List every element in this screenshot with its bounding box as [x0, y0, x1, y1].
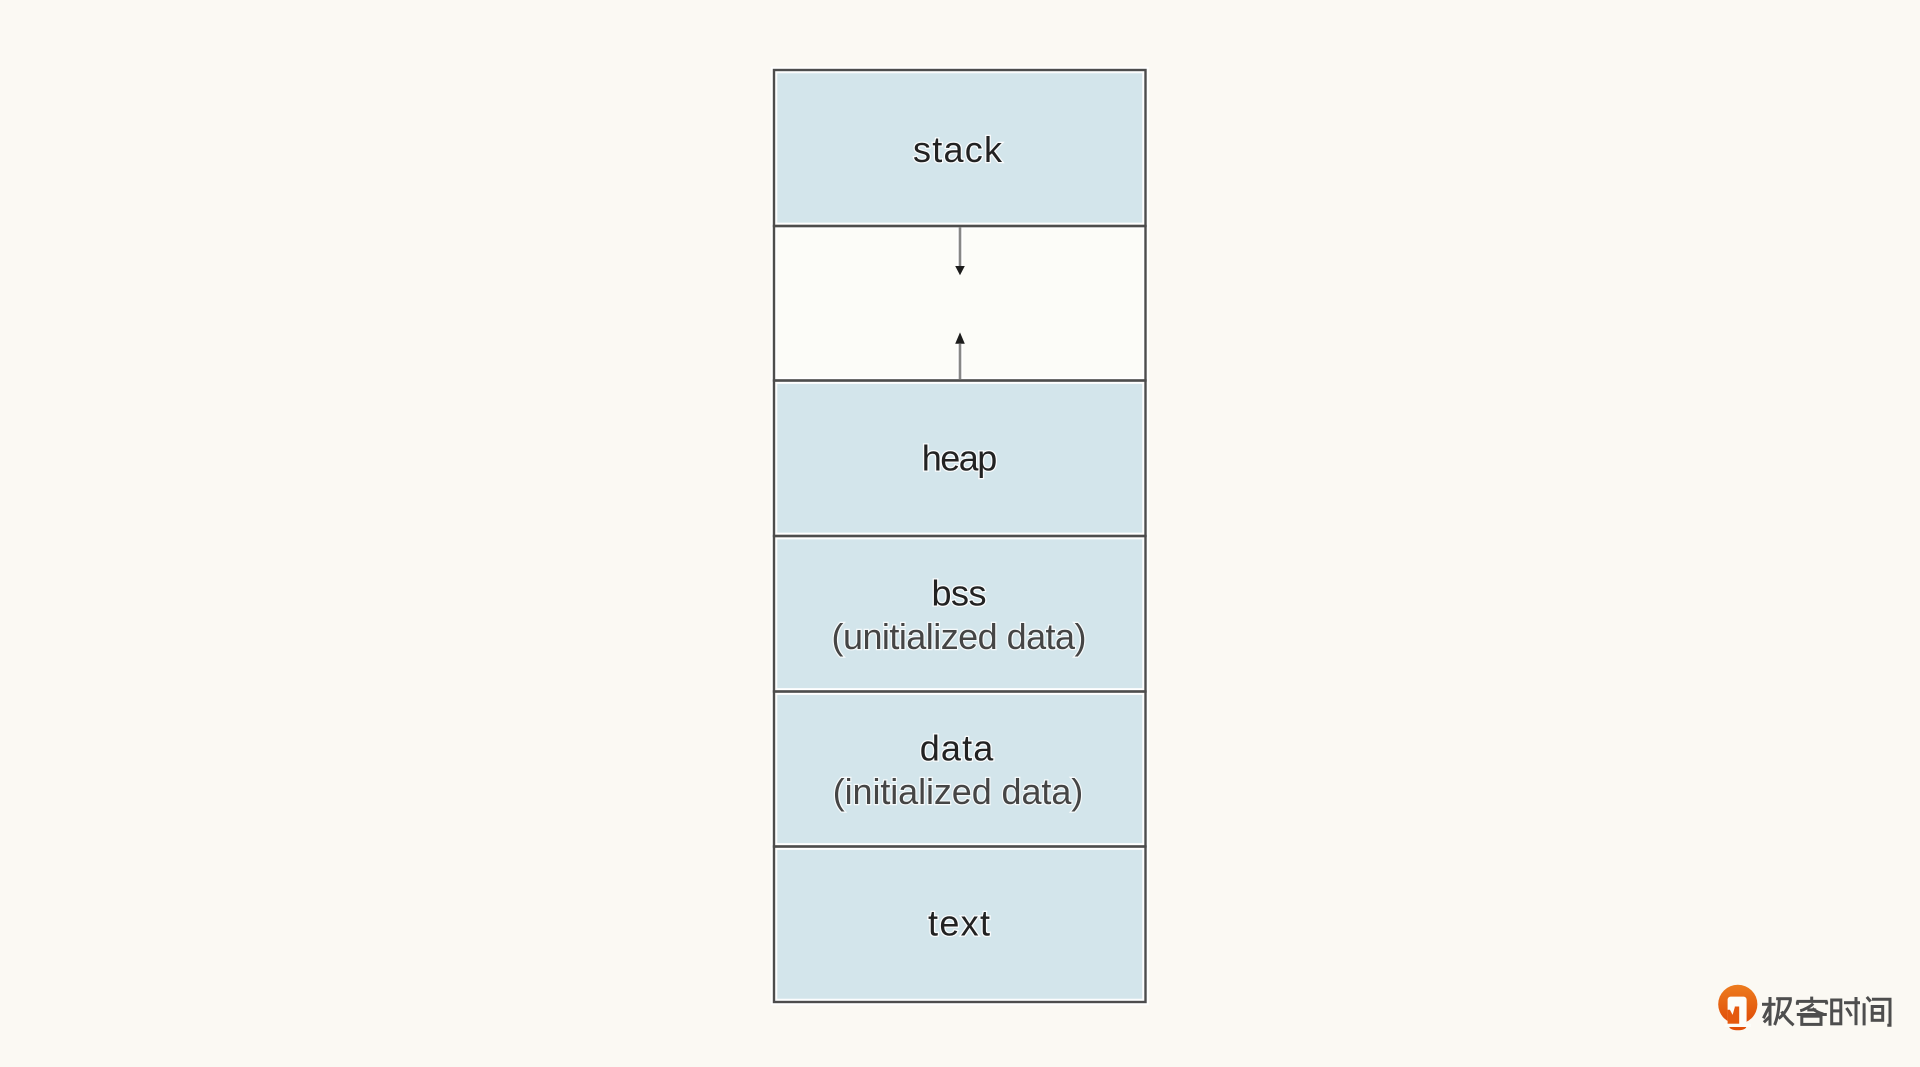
svg-text:bss: bss [932, 573, 987, 614]
svg-text:heap: heap [922, 438, 998, 479]
svg-text:(unitialized data): (unitialized data) [832, 616, 1087, 657]
svg-text:stack: stack [913, 129, 1003, 170]
svg-text:text: text [928, 903, 990, 944]
svg-text:(initialized data): (initialized data) [833, 771, 1084, 812]
svg-text:data: data [920, 728, 994, 769]
